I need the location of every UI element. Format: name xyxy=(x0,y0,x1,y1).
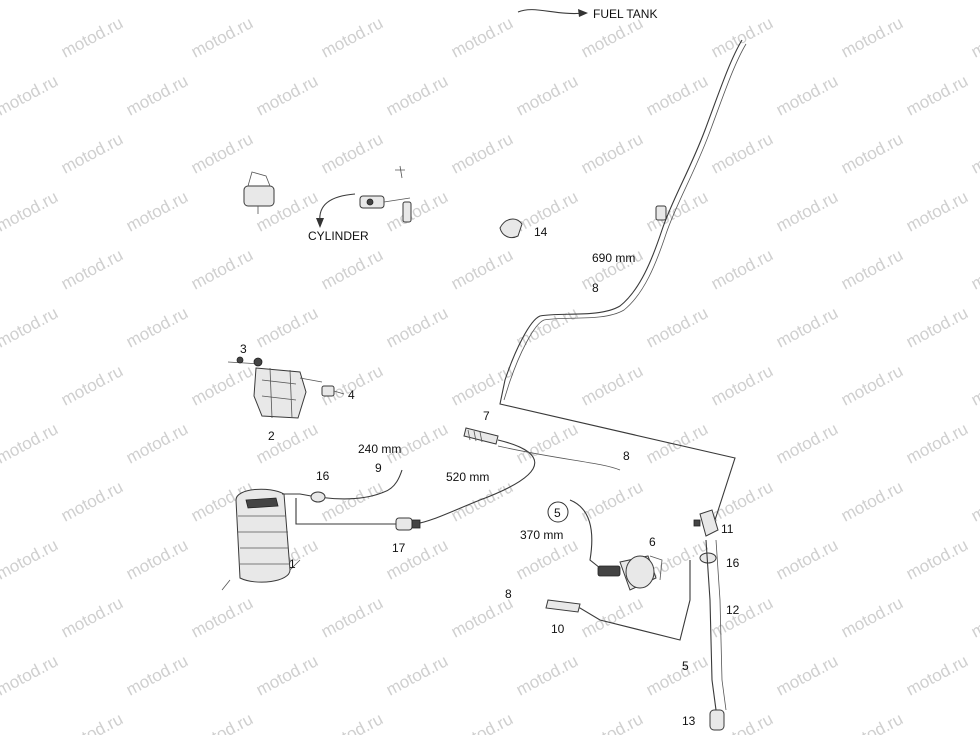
part-11-valve xyxy=(693,509,719,537)
part-16-clamp-right xyxy=(699,552,717,564)
hose-520 xyxy=(414,439,536,525)
part-17-clamp xyxy=(395,517,421,531)
callout-2: 2 xyxy=(268,429,275,443)
part-2-bracket xyxy=(227,356,323,419)
part-4-clip xyxy=(321,385,345,397)
callout-7: 7 xyxy=(483,409,490,423)
cylinder-arrowhead xyxy=(316,218,324,228)
callout-13: 13 xyxy=(682,714,696,728)
hose-to-tank xyxy=(499,39,743,521)
callout-12: 12 xyxy=(726,603,740,617)
callout-6: 6 xyxy=(649,535,656,549)
callout-8c: 8 xyxy=(505,587,512,601)
hose-9 xyxy=(282,469,403,500)
cylinder-arrow xyxy=(319,193,356,223)
callout-1: 1 xyxy=(289,557,296,571)
callout-9: 9 xyxy=(375,461,382,475)
dim-520: 520 mm xyxy=(446,470,489,484)
callout-8a: 8 xyxy=(592,281,599,295)
part-1-filter xyxy=(221,488,301,591)
callout-14: 14 xyxy=(534,225,548,239)
part-14 xyxy=(499,218,523,239)
fuel-tank-label: FUEL TANK xyxy=(593,7,657,21)
part-6-pump xyxy=(597,555,663,591)
hose-520-b xyxy=(497,445,621,471)
hose-12-b xyxy=(715,539,727,711)
part-10-connector xyxy=(545,599,581,613)
hose-to-tank-inner xyxy=(503,43,747,401)
callout-5a-circle xyxy=(547,501,569,523)
cylinder-label: CYLINDER xyxy=(308,229,369,243)
callout-8b: 8 xyxy=(623,449,630,463)
dim-240: 240 mm xyxy=(358,442,401,456)
dim-690: 690 mm xyxy=(592,251,635,265)
hose-370 xyxy=(569,499,601,569)
pump-bracket-top xyxy=(243,171,275,214)
callout-10: 10 xyxy=(551,622,565,636)
callout-3: 3 xyxy=(240,342,247,356)
callout-16a: 16 xyxy=(316,469,330,483)
part-7-connector xyxy=(463,427,499,445)
callout-4: 4 xyxy=(348,388,355,402)
part-13-fitting xyxy=(709,709,725,731)
part-16-clamp-left xyxy=(310,491,326,503)
cylinder-fitting xyxy=(359,165,412,223)
callout-5a: 5 xyxy=(554,506,561,520)
hose-12 xyxy=(705,539,717,711)
fuel-tank-arrow xyxy=(517,9,586,15)
clamp-upper xyxy=(655,205,667,221)
dim-370: 370 mm xyxy=(520,528,563,542)
callout-11: 11 xyxy=(721,522,734,536)
callout-5b: 5 xyxy=(682,659,689,673)
callout-17: 17 xyxy=(392,541,406,555)
hose-17 xyxy=(295,498,400,525)
fuel-tank-arrowhead xyxy=(578,9,588,17)
callout-16b: 16 xyxy=(726,556,740,570)
